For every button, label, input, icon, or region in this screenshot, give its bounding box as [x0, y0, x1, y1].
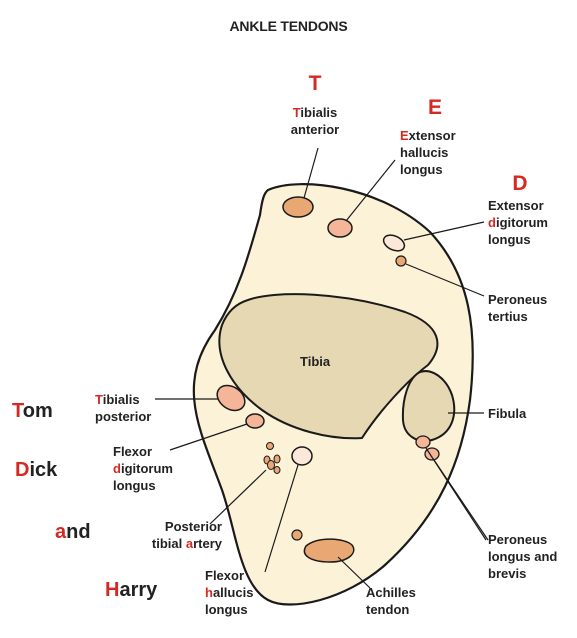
fibula-bone: [401, 370, 456, 442]
label-rest: xtensor: [408, 128, 456, 143]
posterior-tibial-artery-vessel: [266, 442, 274, 450]
label-initial: d: [113, 461, 121, 476]
leader-line: [337, 556, 371, 589]
label-initial: h: [205, 585, 213, 600]
label-rest: allucis: [212, 585, 254, 600]
leader-line: [303, 147, 319, 199]
word-initial: T: [12, 400, 23, 422]
label-rest: igitorum: [120, 461, 173, 476]
label-extensor-digitorum-longus: Extensor digitorum longus: [488, 197, 573, 248]
label-posterior-tibial-artery: Posterior tibial artery: [122, 518, 222, 552]
posterior-tibial-vein: [273, 466, 281, 474]
label-rest: ibialis: [102, 392, 140, 407]
label-line3: brevis: [488, 566, 527, 581]
label-line1: Achilles: [366, 585, 416, 600]
leader-line: [403, 221, 485, 241]
word-rest: arry: [119, 579, 158, 601]
label-line2: anterior: [290, 122, 340, 137]
label-line2: tertius: [488, 309, 528, 324]
label-peroneus-longus-brevis: Peroneus longus and brevis: [488, 531, 573, 582]
label-line1: Flexor: [205, 568, 245, 583]
mnemonic-letter-d: D: [512, 172, 528, 195]
leader-line: [169, 423, 248, 451]
label-pre: tibial: [151, 536, 186, 551]
posterior-tibial-vein: [273, 454, 281, 464]
label-initial: T: [95, 392, 103, 407]
label-rest: rtery: [193, 536, 222, 551]
word-rest: nd: [66, 521, 91, 543]
leader-line: [209, 469, 267, 525]
leader-line: [405, 263, 485, 297]
label-line3: longus: [205, 602, 248, 617]
label-line2: tendon: [366, 602, 410, 617]
label-peroneus-tertius: Peroneus tertius: [488, 291, 573, 325]
label-flexor-digitorum-longus: Flexor digitorum longus: [113, 443, 203, 494]
label-flexor-hallucis-longus: Flexor hallucis longus: [205, 567, 285, 618]
extensor-digitorum-tendon: [382, 234, 406, 252]
word-initial: a: [55, 521, 67, 543]
peroneus-tertius-tendon: [395, 255, 407, 267]
label-line1: Peroneus: [488, 532, 548, 547]
word-rest: om: [22, 400, 53, 422]
leader-line: [433, 459, 489, 541]
label-rest: igitorum: [495, 215, 548, 230]
flexor-hallucis-tendon: [291, 446, 313, 466]
extensor-hallucis-tendon: [327, 218, 353, 238]
label-line1: Extensor: [488, 198, 544, 213]
flexor-digitorum-tendon: [245, 413, 265, 429]
leader-line: [345, 159, 396, 222]
label-initial: T: [292, 105, 301, 120]
label-initial: E: [400, 128, 409, 143]
diagram-title: ANKLE TENDONS: [229, 18, 348, 34]
word-initial: H: [105, 579, 120, 601]
word-rest: ick: [29, 459, 58, 481]
mnemonic-word-and: and: [55, 520, 91, 544]
label-line2: posterior: [95, 409, 152, 424]
posterior-tibial-artery: [267, 460, 275, 470]
mnemonic-letter-e: E: [427, 96, 442, 119]
tibialis-anterior-tendon: [282, 196, 314, 218]
label-initial: a: [185, 536, 194, 551]
label-tibialis-posterior: Tibialis posterior: [95, 391, 175, 425]
label-tibia: Tibia: [300, 354, 331, 369]
mnemonic-letter-t: T: [308, 72, 322, 95]
label-fibula: Fibula: [488, 406, 527, 421]
mnemonic-word-harry: Harry: [105, 578, 157, 602]
word-initial: D: [15, 459, 30, 481]
label-line1: Peroneus: [488, 292, 548, 307]
label-achilles-tendon: Achilles tendon: [366, 584, 446, 618]
label-line1: Posterior: [164, 519, 222, 534]
label-line1: Flexor: [113, 444, 153, 459]
tibia-bone: [218, 293, 439, 440]
label-rest: ibialis: [300, 105, 338, 120]
label-tibialis-anterior: Tibialis anterior: [270, 104, 360, 138]
label-initial: d: [488, 215, 496, 230]
mnemonic-word-dick: Dick: [15, 458, 57, 482]
label-extensor-hallucis-longus: Extensor hallucis longus: [400, 127, 490, 178]
label-line2: hallucis: [400, 145, 449, 160]
peroneus-longus-tendon: [415, 435, 431, 449]
plantaris-vessel: [291, 529, 303, 541]
label-line3: longus: [488, 232, 531, 247]
label-line3: longus: [113, 478, 156, 493]
achilles-tendon-shape: [303, 538, 355, 563]
label-line3: longus: [400, 162, 443, 177]
mnemonic-word-tom: Tom: [12, 399, 53, 423]
tibialis-posterior-tendon: [216, 384, 246, 412]
label-line2: longus and: [488, 549, 558, 564]
leader-line: [264, 464, 299, 573]
